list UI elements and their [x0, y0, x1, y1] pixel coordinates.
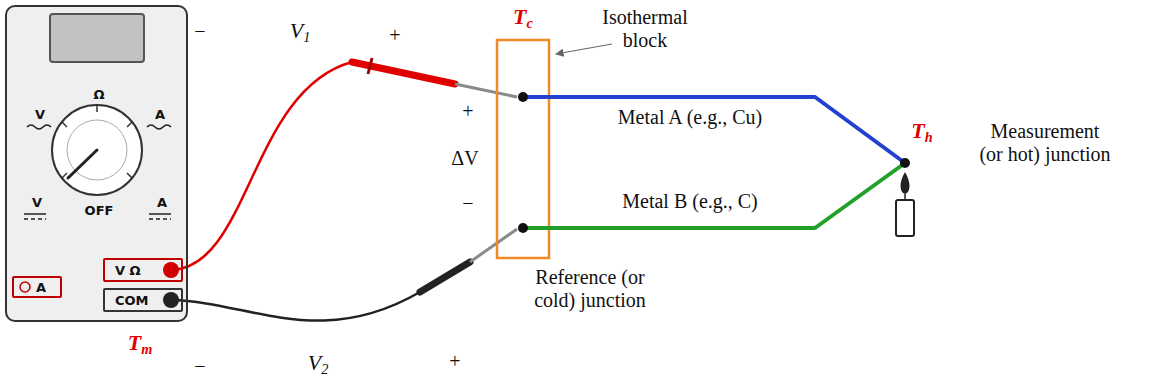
- selector-dial: [68, 150, 97, 178]
- selector-dial: [62, 122, 67, 127]
- candle: [896, 200, 914, 236]
- red-test-lead: [163, 58, 517, 278]
- dial-label: OFF: [85, 203, 114, 218]
- junction-label: Measurement (or hot) junction: [978, 120, 1113, 166]
- black-test-lead: [171, 292, 420, 321]
- voltage-label: 1: [303, 29, 310, 45]
- polarity-sign: +: [462, 100, 473, 123]
- candle: [896, 172, 914, 236]
- red-test-lead: [368, 58, 372, 74]
- selector-dial: [52, 105, 142, 195]
- temperature-label: Tm: [128, 330, 153, 355]
- selector-dial: [127, 173, 132, 178]
- voltage-label: V1: [290, 18, 311, 43]
- dial-marks: [27, 125, 51, 129]
- dial-label: V: [35, 107, 45, 122]
- red-test-lead: [171, 62, 352, 270]
- dial-marks: [24, 218, 46, 220]
- voltage-label: ΔV: [451, 147, 478, 170]
- polarity-sign: +: [449, 350, 460, 373]
- temperature-label: m: [141, 341, 152, 357]
- dial-marks: [147, 125, 171, 129]
- dial-marks: [149, 213, 171, 215]
- dial-marks: [24, 125, 171, 219]
- selector-dial: [67, 120, 127, 180]
- temperature-label: Tc: [513, 4, 533, 29]
- voltage-label: V2: [308, 350, 329, 375]
- callout-text: Isothermal block: [590, 6, 700, 52]
- temperature-label: Th: [911, 118, 932, 143]
- polarity-sign: +: [389, 24, 400, 47]
- junction-dot: [518, 92, 910, 233]
- dial-marks: [24, 213, 46, 215]
- thermocouple-wires: [523, 163, 905, 228]
- temperature-label: T: [128, 330, 141, 355]
- multimeter-body: [50, 14, 144, 62]
- junction-dot: [900, 158, 910, 168]
- red-test-lead: [455, 84, 517, 97]
- isothermal-block: [497, 40, 612, 258]
- black-test-lead: [163, 292, 179, 308]
- temperature-label: T: [513, 4, 526, 29]
- black-test-lead: [163, 229, 517, 321]
- dial-label: Ω: [93, 87, 104, 102]
- black-test-lead: [420, 262, 470, 292]
- dial-marks: [149, 218, 171, 220]
- jack-label: A: [36, 280, 46, 295]
- multimeter-body: [5, 5, 188, 322]
- junction-label: Reference (or cold) junction: [515, 266, 665, 312]
- temperature-label: c: [527, 15, 533, 31]
- dial-label: V: [32, 195, 42, 210]
- polarity-sign: −: [462, 192, 473, 215]
- thermocouple-wires: [523, 97, 905, 228]
- selector-dial: [127, 122, 132, 127]
- temperature-label: T: [911, 118, 924, 143]
- dial-label: A: [157, 195, 167, 210]
- jack-label: V Ω: [115, 263, 141, 278]
- metal-label: Metal B (e.g., C): [622, 190, 758, 213]
- multimeter-body: [5, 5, 188, 322]
- junction-dot: [518, 92, 528, 102]
- jack-box: V Ω: [103, 258, 183, 282]
- polarity-sign: −: [194, 20, 205, 43]
- jack-label: COM: [115, 293, 149, 308]
- polarity-sign: −: [194, 355, 205, 378]
- voltage-label: V: [290, 18, 303, 43]
- voltage-label: 2: [321, 361, 328, 377]
- dial-label: A: [155, 107, 165, 122]
- metal-label: Metal A (e.g., Cu): [618, 106, 762, 129]
- selector-dial: [52, 105, 142, 195]
- voltage-label: V: [308, 350, 321, 375]
- jack-symbol: [20, 282, 30, 292]
- candle: [901, 172, 910, 194]
- jack-symbol: [20, 282, 30, 292]
- temperature-label: h: [925, 129, 933, 145]
- jack-box: COM: [103, 288, 183, 312]
- thermocouple-wires: [523, 97, 905, 163]
- isothermal-block: [556, 44, 612, 54]
- selector-dial: [96, 105, 98, 112]
- red-test-lead: [163, 262, 179, 278]
- isothermal-block: [497, 40, 549, 258]
- selector-dial: [62, 173, 67, 178]
- junction-dot: [518, 223, 528, 233]
- jack-box: A: [12, 276, 62, 298]
- multimeter: Ω V A V OFF A V Ω A COM: [5, 5, 188, 322]
